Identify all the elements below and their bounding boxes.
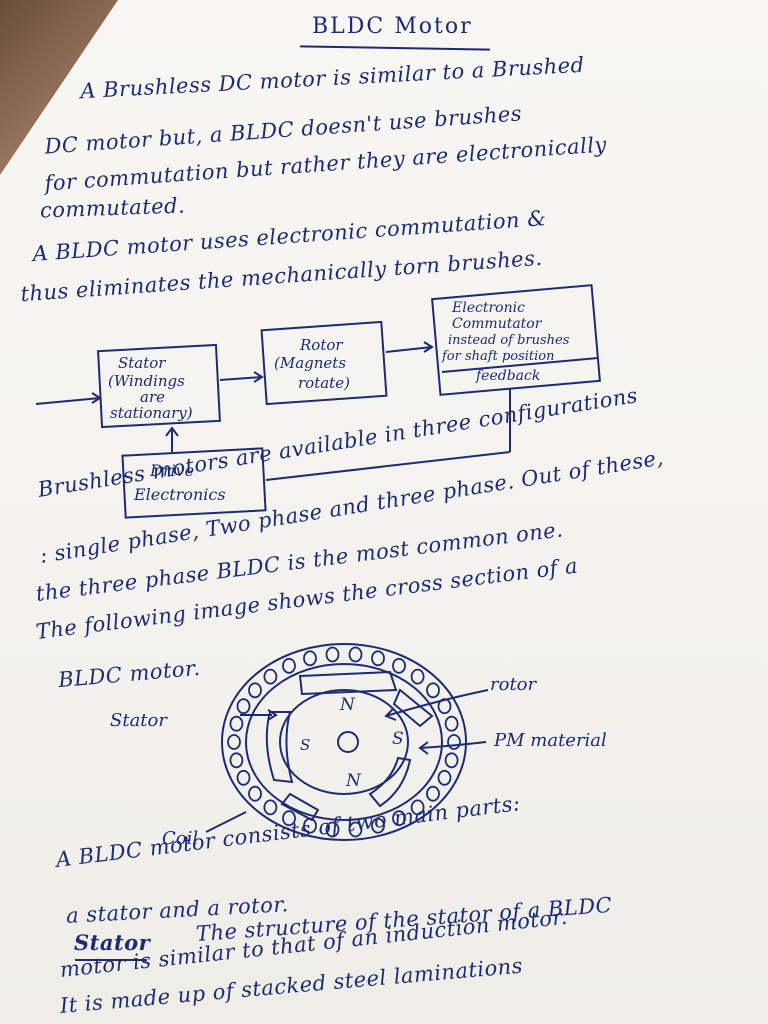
arrow-head xyxy=(267,709,278,721)
coil-slot xyxy=(392,810,406,827)
commutator-box-text: instead of brushes xyxy=(448,333,570,348)
coil-label: Coil xyxy=(162,828,198,849)
coil-slot xyxy=(229,752,244,769)
shaft xyxy=(337,731,359,753)
pole-label: S xyxy=(392,729,404,749)
pole-label: N xyxy=(339,695,356,715)
coil-slot xyxy=(236,698,251,715)
stator-box-text: are xyxy=(140,388,165,406)
coil-slot xyxy=(282,810,296,827)
coil-slot xyxy=(303,650,317,667)
coil-slot xyxy=(227,734,241,750)
drive-box-text: Drive xyxy=(149,461,194,480)
coil-slot xyxy=(437,769,452,786)
coil-slot xyxy=(348,821,363,838)
rotor-box-text: Rotor xyxy=(299,336,343,354)
coil-slot xyxy=(325,821,340,838)
stator-pole xyxy=(392,688,434,728)
coil-slot xyxy=(248,785,262,802)
coil-slot xyxy=(325,646,340,663)
coil-slot xyxy=(437,698,452,715)
stator-label: Stator xyxy=(110,710,168,731)
stator-rotor-arrow xyxy=(219,376,263,381)
drive-box-text: Electronics xyxy=(133,485,226,504)
arrow-head xyxy=(253,371,264,383)
coil-slot xyxy=(303,817,317,834)
pole-label: N xyxy=(345,771,362,791)
commutator-box xyxy=(431,284,601,396)
coil-slot xyxy=(236,769,251,786)
commutator-divider xyxy=(441,357,599,373)
input-arrow xyxy=(35,397,101,405)
coil-slot xyxy=(371,817,385,834)
stator-pole xyxy=(265,711,294,784)
stator-heading: Stator xyxy=(74,930,151,955)
stator-heading-underline xyxy=(75,959,147,961)
coil-slot xyxy=(410,799,425,816)
coil-slot xyxy=(444,752,459,769)
coil-slot xyxy=(447,734,461,750)
coil-slot xyxy=(348,646,363,663)
stator-pole xyxy=(368,756,412,808)
stator-box-text: stationary) xyxy=(110,404,193,422)
coil-slot xyxy=(426,785,440,802)
coil-slot xyxy=(410,668,425,685)
coil-slot xyxy=(263,668,278,685)
rotor-label: rotor xyxy=(490,674,538,695)
commutator-box-text: Electronic xyxy=(451,300,525,316)
stator-pole xyxy=(298,670,398,696)
stator-coils xyxy=(227,646,461,838)
coil-slot xyxy=(426,682,440,699)
arrow-head xyxy=(165,426,179,437)
stator-box-text: (Windings xyxy=(108,372,185,390)
page-title: BLDC Motor xyxy=(312,14,473,39)
rotor-box-text: (Magnets xyxy=(274,354,346,372)
coil-slot xyxy=(263,799,278,816)
coil-slot xyxy=(392,657,406,674)
commutator-box-text: Commutator xyxy=(452,316,543,332)
rotor-box-text: rotate) xyxy=(298,374,350,392)
stator-inner-ring xyxy=(245,663,443,821)
rotor-pointer xyxy=(385,689,489,717)
arrow-head xyxy=(423,341,434,353)
stator-outer-ring xyxy=(221,643,467,841)
pole-label: S xyxy=(300,736,310,754)
commutator-box-text: for shaft position xyxy=(441,349,555,364)
coil-slot xyxy=(371,650,385,667)
arrow-head xyxy=(418,741,429,755)
stator-box-text: Stator xyxy=(118,354,166,372)
coil-slot xyxy=(282,657,296,674)
stator-box xyxy=(97,343,221,429)
arrow-head xyxy=(384,707,397,721)
rotor-body xyxy=(279,689,409,795)
pm-pointer xyxy=(419,741,487,749)
arrow-head xyxy=(91,392,102,404)
pm-material-label: PM material xyxy=(493,730,607,751)
coil-slot xyxy=(229,715,244,732)
rotor-commutator-arrow xyxy=(385,346,433,353)
coil-slot xyxy=(248,682,262,699)
feedback-line xyxy=(265,451,511,481)
drive-box xyxy=(121,447,267,519)
coil-pointer xyxy=(205,811,247,833)
rotor-box xyxy=(260,320,388,406)
coil-slot xyxy=(444,715,459,732)
commutator-box-text: feedback xyxy=(475,368,540,384)
